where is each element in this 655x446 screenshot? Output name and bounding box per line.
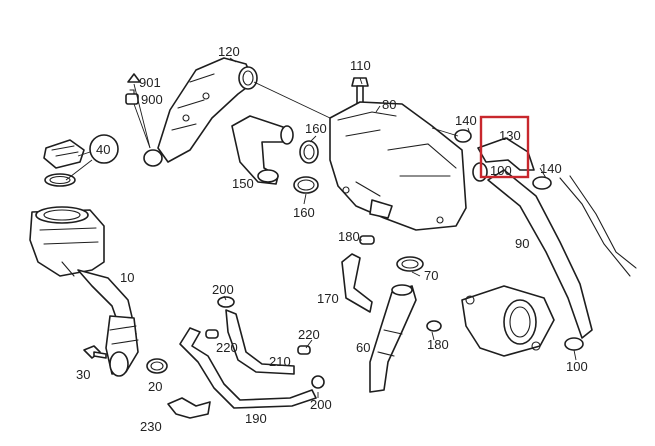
label-100-upper[interactable]: 100: [490, 163, 512, 178]
part-140-clamp-left[interactable]: [454, 129, 472, 143]
label-140-left[interactable]: 140: [455, 113, 477, 128]
part-230-clip[interactable]: [167, 397, 211, 419]
part-70-clamp[interactable]: [396, 256, 424, 272]
label-30[interactable]: 30: [76, 367, 90, 382]
label-220-right[interactable]: 220: [298, 327, 320, 342]
part-20-o-ring[interactable]: [146, 358, 168, 374]
part-110-bolt[interactable]: [351, 77, 369, 105]
part-200-clamp-lower[interactable]: [311, 375, 325, 389]
label-900[interactable]: 900: [141, 92, 163, 107]
label-180-lower[interactable]: 180: [427, 337, 449, 352]
leader-lines: [65, 57, 577, 398]
part-160-clamp-lower[interactable]: [293, 176, 319, 194]
part-80-housing[interactable]: [329, 101, 467, 231]
label-80[interactable]: 80: [382, 97, 396, 112]
label-10[interactable]: 10: [120, 270, 134, 285]
part-30-bolt[interactable]: [83, 345, 107, 359]
part-210-hose[interactable]: [225, 309, 295, 375]
part-labels: 120 901 900 40 110 80 160 150 160 140 13…: [76, 44, 588, 434]
part-140-clamp-right[interactable]: [532, 176, 552, 190]
label-20[interactable]: 20: [148, 379, 162, 394]
label-90[interactable]: 90: [515, 236, 529, 251]
label-200-lower[interactable]: 200: [310, 397, 332, 412]
label-220-left[interactable]: 220: [216, 340, 238, 355]
label-130[interactable]: 130: [499, 128, 521, 143]
label-180-upper[interactable]: 180: [338, 229, 360, 244]
part-170-hose[interactable]: [341, 253, 373, 313]
label-110[interactable]: 110: [350, 58, 371, 73]
part-901-clip[interactable]: [127, 73, 141, 83]
part-200-clamp-upper[interactable]: [217, 296, 235, 308]
label-60[interactable]: 60: [356, 340, 370, 355]
part-120-intake-pipe[interactable]: [143, 57, 258, 167]
highlight-box-part-130: [479, 115, 530, 179]
label-140-right[interactable]: 140: [540, 161, 562, 176]
part-160-clamp-upper[interactable]: [299, 140, 319, 164]
part-220-clip-right[interactable]: [297, 345, 311, 355]
part-60-hose[interactable]: [369, 284, 417, 393]
label-70[interactable]: 70: [424, 268, 438, 283]
label-190[interactable]: 190: [245, 411, 267, 426]
label-120[interactable]: 120: [218, 44, 240, 59]
label-901[interactable]: 901: [139, 75, 161, 90]
label-170[interactable]: 170: [317, 291, 339, 306]
part-10-intake-housing[interactable]: [29, 206, 139, 377]
label-150[interactable]: 150: [232, 176, 254, 191]
part-180-clip-lower[interactable]: [426, 320, 442, 332]
part-180-clip-upper[interactable]: [359, 235, 375, 245]
label-100-lower[interactable]: 100: [566, 359, 588, 374]
part-40-cap-and-seal[interactable]: [43, 134, 119, 187]
part-220-clip-left[interactable]: [205, 329, 219, 339]
part-100-clamp-lower[interactable]: [564, 337, 584, 351]
label-200-upper[interactable]: 200: [212, 282, 234, 297]
part-150-hose[interactable]: [231, 115, 294, 185]
part-190-hose[interactable]: [179, 327, 317, 409]
part-90-coolant-hose[interactable]: [487, 169, 637, 339]
label-40[interactable]: 40: [96, 142, 110, 157]
label-160-lower[interactable]: 160: [293, 205, 315, 220]
label-160-upper[interactable]: 160: [305, 121, 327, 136]
thermostat-housing: [461, 285, 555, 357]
label-210[interactable]: 210: [269, 354, 291, 369]
label-230[interactable]: 230: [140, 419, 162, 434]
